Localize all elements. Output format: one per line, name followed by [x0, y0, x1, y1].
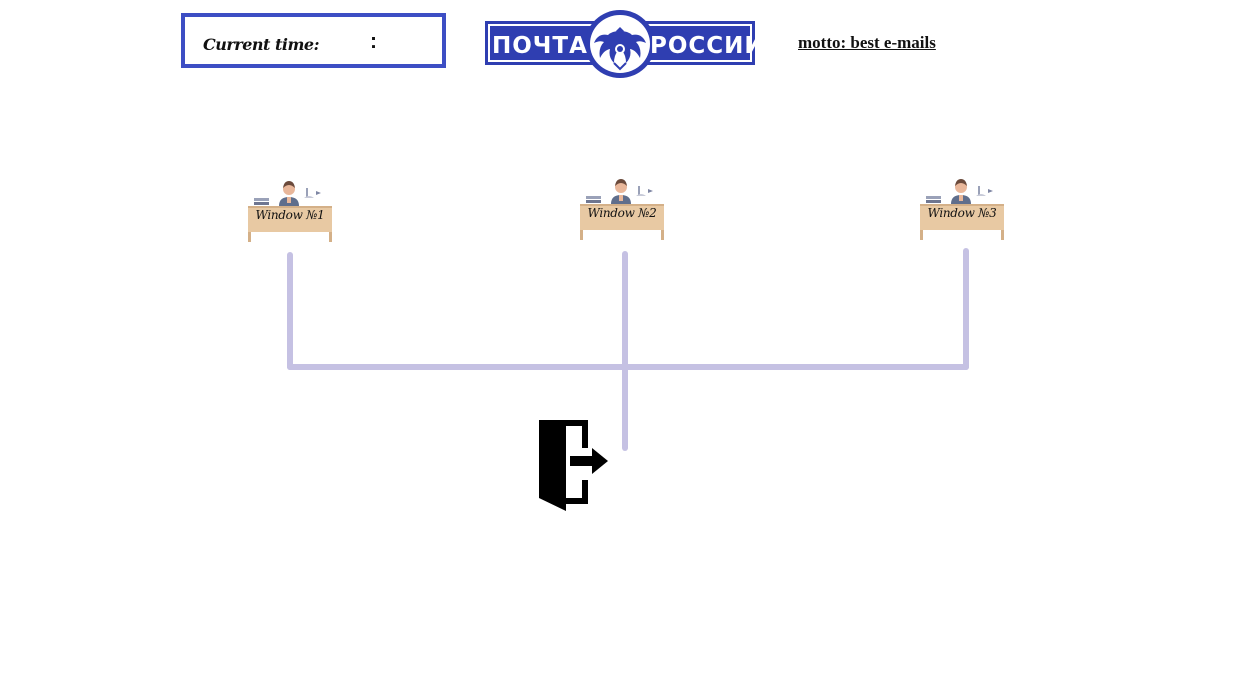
service-window-2[interactable]: Window №2 — [578, 176, 666, 242]
window-1-label: Window №1 — [246, 208, 334, 222]
exit-door-icon[interactable] — [536, 418, 610, 513]
service-window-3[interactable]: Window №3 — [918, 176, 1006, 242]
service-window-1[interactable]: Window №1 — [246, 178, 334, 244]
window-2-label: Window №2 — [578, 206, 666, 220]
window-3-label: Window №3 — [918, 206, 1006, 220]
